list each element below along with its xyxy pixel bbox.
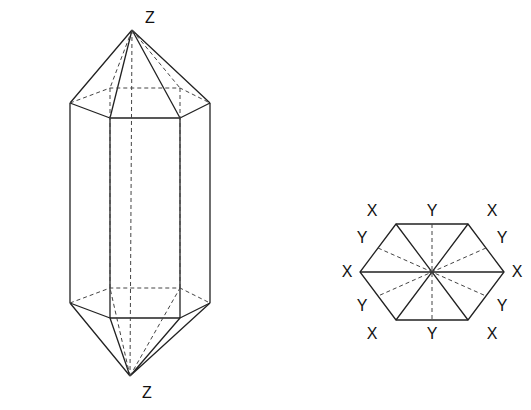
axis-label: Y xyxy=(427,326,438,342)
axis-label: X xyxy=(512,264,523,280)
axis-label: Y xyxy=(357,298,368,314)
axis-label: X xyxy=(487,326,498,342)
axis-label: Y xyxy=(427,203,438,219)
hidden-edges xyxy=(70,30,210,376)
prism-edge xyxy=(70,103,210,118)
hidden-edge xyxy=(70,30,210,103)
pyramid-edge xyxy=(70,30,210,118)
axis-label: Y xyxy=(357,230,368,246)
pyramid-edge xyxy=(70,303,210,376)
prism-edge xyxy=(70,303,210,318)
hexagon-outline xyxy=(360,224,504,320)
axis-label: X xyxy=(367,203,378,219)
axis-label: Z xyxy=(145,10,155,26)
hidden-edge xyxy=(110,88,180,288)
axis-label: Y xyxy=(497,230,508,246)
hidden-edge xyxy=(70,288,210,376)
axis-label: X xyxy=(342,264,353,280)
hexagon-section xyxy=(360,224,504,320)
y-axis-line xyxy=(378,224,486,320)
x-axis-line xyxy=(360,224,504,320)
axis-label: Z xyxy=(142,385,152,401)
hidden-edge xyxy=(130,30,132,376)
axis-label: X xyxy=(487,203,498,219)
prism-edge xyxy=(70,103,210,318)
axis-label: Y xyxy=(497,298,508,314)
axis-label: X xyxy=(367,326,378,342)
y-axis-lines xyxy=(378,224,486,320)
quartz-crystal xyxy=(70,30,210,376)
